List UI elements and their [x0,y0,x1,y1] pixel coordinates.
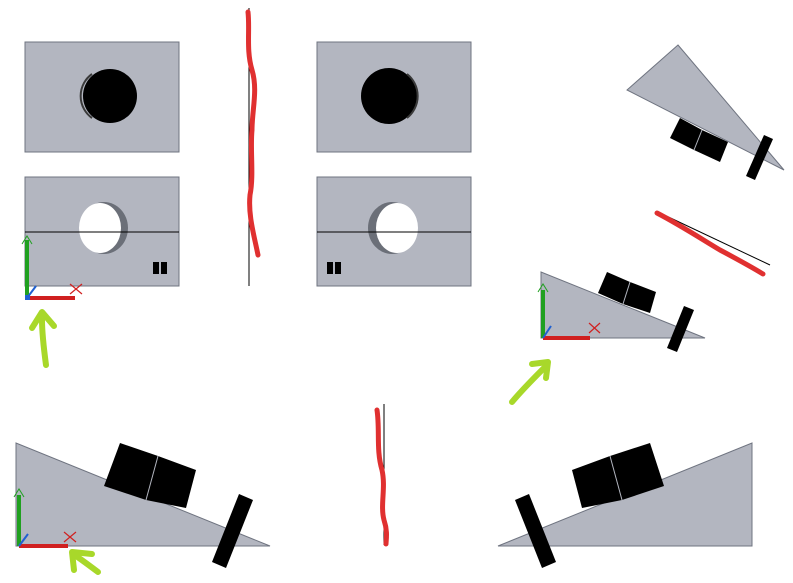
red-scribble-mark [654,210,766,277]
block-cut [623,282,656,313]
top-view-right[interactable] [316,41,472,153]
red-scribble-mark [245,9,261,258]
plate-cut [212,494,253,568]
block-cut [598,272,630,304]
ucs-triad-icon [13,488,77,548]
block-cut [670,118,702,150]
wedge-view-tilted[interactable] [626,44,785,180]
block-cut [572,456,622,508]
red-scribble-mark [374,407,389,547]
hole-edge [79,73,93,119]
front-view-left[interactable] [24,176,180,287]
green-arrow-icon [69,549,101,575]
wedge-view-bottom-left[interactable] [13,442,271,568]
plate-cut [667,306,694,352]
plate-cut [515,494,556,568]
hole-opening [79,203,121,253]
wedge-view-bottom-right[interactable] [497,442,753,568]
green-arrow-icon [509,359,551,405]
center-line-with-sketch-bottom [374,404,389,547]
plate-cut [746,135,773,180]
green-arrow-icon [29,309,57,368]
ucs-triad-icon [537,283,601,340]
block-cut [104,443,158,500]
top-view-left[interactable] [24,41,180,153]
small-mark [335,262,341,274]
small-mark [153,262,159,274]
hole-opening [376,203,418,253]
block-cut [610,443,664,500]
hole-cut [361,68,417,124]
block-cut [694,130,728,162]
center-line-with-sketch-left [245,8,261,286]
ucs-triad-icon [21,235,83,300]
wedge-face [626,44,785,171]
wedge-view-mid-right[interactable] [537,271,706,352]
small-mark [161,262,167,274]
small-mark [327,262,333,274]
hole-cut [83,69,137,123]
block-cut [146,456,196,508]
front-view-right[interactable] [316,176,472,287]
hole-edge [406,73,419,119]
center-line-with-sketch-right [654,210,771,277]
